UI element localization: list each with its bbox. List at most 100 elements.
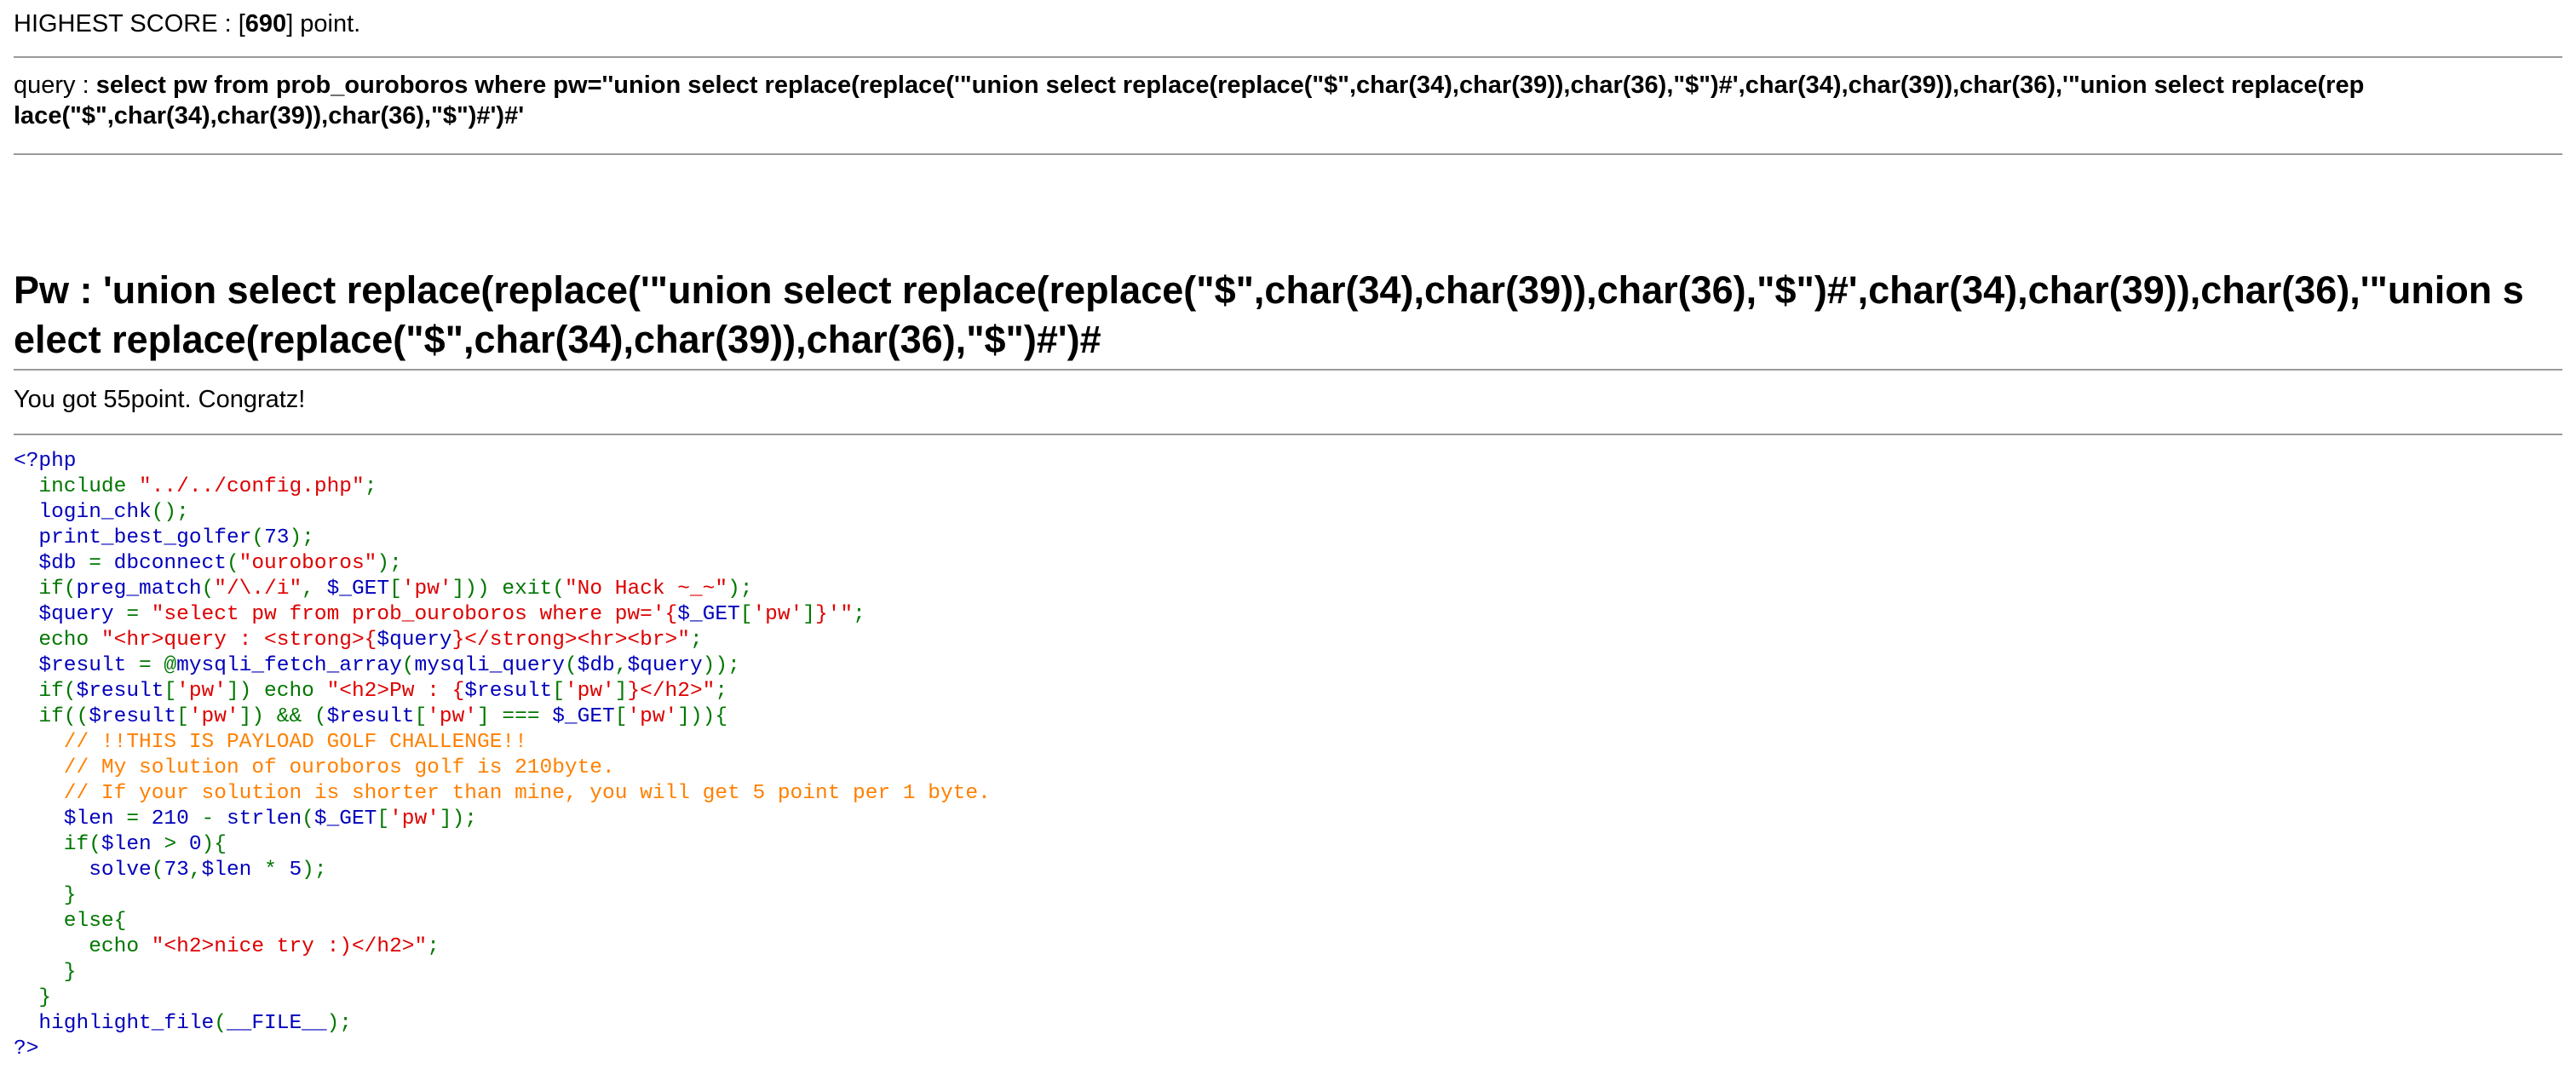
code-line: } — [14, 883, 991, 909]
code-line: $len = 210 - strlen($_GET['pw']); — [14, 807, 991, 832]
code-token-default: mysqli_query — [414, 654, 565, 677]
code-token-keyword: ]); — [439, 807, 478, 830]
code-token-default: $query — [14, 603, 127, 626]
code-token-string: "../../config.php" — [139, 475, 365, 498]
code-token-default: strlen — [226, 807, 302, 830]
code-line: include "../../config.php"; — [14, 474, 991, 500]
code-token-default — [14, 475, 38, 498]
code-line: } — [14, 960, 991, 986]
code-token-keyword: ); — [727, 578, 753, 601]
code-token-default: $query — [627, 654, 703, 677]
code-token-keyword: ] — [614, 680, 628, 703]
code-token-keyword: ])) exit( — [451, 578, 565, 601]
code-token-string: 'pw' — [401, 578, 452, 601]
source-code-block: <?php include "../../config.php"; login_… — [14, 449, 991, 1062]
code-token-string: "<h2>nice try :)</h2>" — [151, 935, 428, 958]
code-token-keyword: [ — [164, 680, 177, 703]
code-token-default: $result — [89, 705, 177, 728]
code-token-default: 5 — [289, 859, 302, 882]
code-token-keyword: ( — [214, 1012, 227, 1035]
code-token-default: print_best_golfer — [14, 526, 252, 549]
code-token-keyword: (); — [151, 501, 189, 524]
code-token-keyword: [ — [377, 807, 390, 830]
code-token-keyword: ); — [289, 526, 314, 549]
code-token-keyword: ( — [251, 526, 265, 549]
divider-after-query — [14, 153, 2562, 155]
code-line: echo "<h2>nice try :)</h2>"; — [14, 934, 991, 960]
code-token-default: preg_match — [76, 578, 202, 601]
code-token-keyword: } — [14, 986, 52, 1009]
code-token-keyword: = — [126, 603, 152, 626]
code-token-string: }'" — [814, 603, 854, 626]
score-suffix: ] point. — [286, 10, 361, 37]
code-token-default: $_GET — [313, 807, 377, 830]
code-token-default: __FILE__ — [226, 1012, 327, 1035]
code-token-keyword: - — [201, 807, 227, 830]
code-token-keyword: } — [14, 884, 77, 907]
code-token-default: $result — [76, 680, 164, 703]
code-token-default: highlight_file — [14, 1012, 215, 1035]
score-prefix: HIGHEST SCORE : [ — [14, 10, 245, 37]
code-token-default: $result — [14, 654, 140, 677]
code-token-string: "<h2>Pw : { — [326, 680, 465, 703]
code-token-default: 0 — [188, 833, 202, 856]
code-token-default: 73 — [164, 859, 189, 882]
code-token-keyword: ; — [427, 935, 440, 958]
code-token-string: 'pw' — [627, 705, 678, 728]
code-token-default: $len — [14, 807, 127, 830]
code-token-keyword: [ — [389, 578, 402, 601]
code-token-comment: // If your solution is shorter than mine… — [14, 782, 991, 805]
code-line: if(($result['pw']) && ($result['pw'] ===… — [14, 704, 991, 730]
code-line: print_best_golfer(73); — [14, 526, 991, 551]
code-token-default: solve — [14, 859, 152, 882]
code-token-keyword: ; — [853, 603, 865, 626]
code-token-keyword: if( — [14, 833, 101, 856]
code-token-default: $len — [101, 833, 164, 856]
code-line: // If your solution is shorter than mine… — [14, 781, 991, 807]
code-token-keyword: } — [14, 961, 77, 984]
code-token-keyword: ( — [401, 654, 415, 677]
query-line: query : select pw from prob_ouroboros wh… — [14, 70, 2365, 131]
code-token-keyword: ] === — [477, 705, 553, 728]
query-label: query : — [14, 72, 96, 99]
code-token-keyword: ( — [302, 807, 314, 830]
divider-before-source — [14, 434, 2562, 435]
code-token-keyword: [ — [739, 603, 753, 626]
code-token-keyword: ]) && ( — [239, 705, 327, 728]
code-token-keyword: = @ — [139, 654, 177, 677]
code-line: ?> — [14, 1037, 991, 1062]
code-token-keyword: [ — [552, 680, 565, 703]
code-token-comment: // !!THIS IS PAYLOAD GOLF CHALLENGE!! — [14, 731, 527, 754]
code-token-keyword: ; — [364, 475, 377, 498]
code-token-keyword: > — [164, 833, 189, 856]
code-line: // !!THIS IS PAYLOAD GOLF CHALLENGE!! — [14, 730, 991, 756]
code-token-keyword: ( — [564, 654, 578, 677]
code-token-string: 'pw' — [427, 705, 478, 728]
code-line: else{ — [14, 909, 991, 934]
code-token-string: "ouroboros" — [239, 552, 377, 575]
code-line: if($len > 0){ — [14, 832, 991, 858]
code-token-keyword: ); — [377, 552, 402, 575]
code-token-string: "/\./i" — [214, 578, 302, 601]
highest-score-line: HIGHEST SCORE : [690] point. — [14, 9, 360, 39]
code-line: highlight_file(__FILE__); — [14, 1011, 991, 1037]
code-token-keyword: ; — [689, 629, 703, 652]
code-token-string: 'pw' — [188, 705, 239, 728]
code-line: if($result['pw']) echo "<h2>Pw : {$resul… — [14, 679, 991, 704]
code-token-default: <?php — [14, 450, 77, 473]
code-token-default: $len — [201, 859, 265, 882]
code-line: <?php — [14, 449, 991, 474]
code-token-string: 'pw' — [389, 807, 440, 830]
code-token-keyword: [ — [176, 705, 189, 728]
code-token-keyword: ); — [302, 859, 327, 882]
code-token-string: "select pw from prob_ouroboros where pw=… — [151, 603, 678, 626]
code-token-keyword: ){ — [201, 833, 227, 856]
code-token-keyword: ] — [802, 603, 815, 626]
code-line: echo "<hr>query : <strong>{$query}</stro… — [14, 628, 991, 653]
code-token-default: 210 — [151, 807, 202, 830]
code-token-keyword: ( — [226, 552, 239, 575]
code-token-default: $result — [326, 705, 415, 728]
code-token-string: }</h2>" — [627, 680, 716, 703]
code-token-default: $_GET — [552, 705, 615, 728]
code-token-default: $query — [377, 629, 452, 652]
